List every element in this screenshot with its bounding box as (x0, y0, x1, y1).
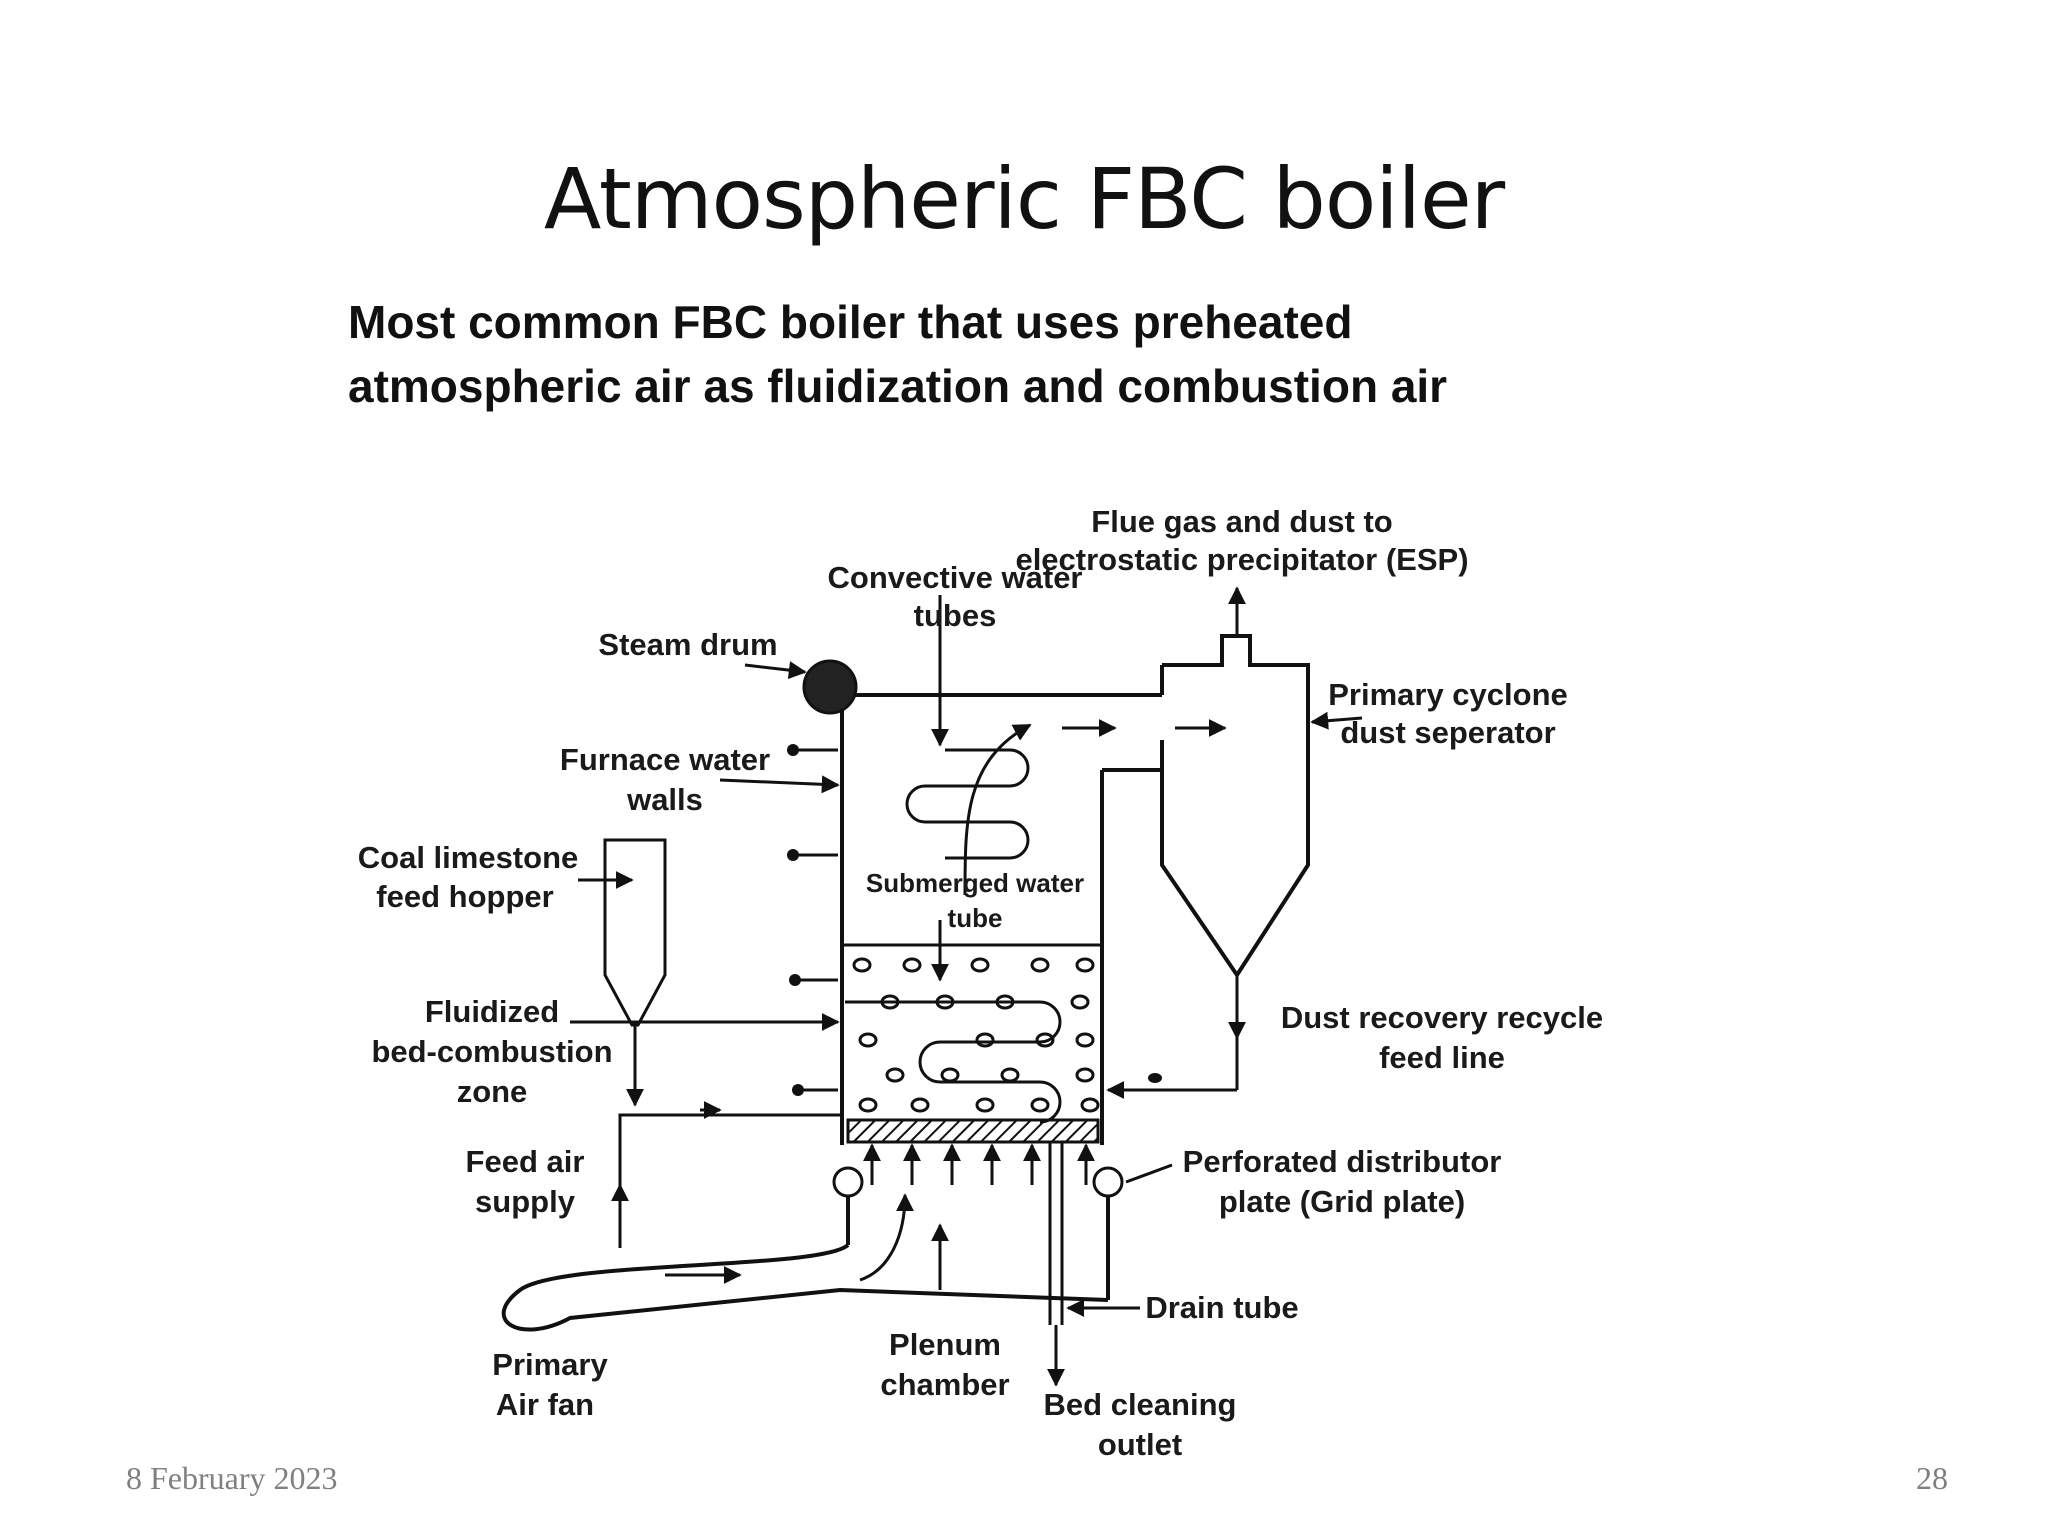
cyclone-separator (1106, 586, 1310, 1099)
label-drain-tube: Drain tube (1145, 1290, 1298, 1325)
distributor-plate (846, 1118, 1100, 1144)
label-submerged-2: tube (948, 903, 1003, 933)
label-fluidized-1: Fluidized (425, 994, 559, 1029)
header-left (832, 1166, 864, 1198)
header-right (1092, 1166, 1124, 1198)
label-fluidized-3: zone (457, 1074, 528, 1109)
label-distributor-1: Perforated distributor (1183, 1144, 1502, 1179)
slide-subtitle: Most common FBC boiler that uses preheat… (348, 290, 1748, 418)
fluidized-bed (842, 920, 1102, 1124)
subtitle-line-2: atmospheric air as fluidization and comb… (348, 360, 1448, 412)
label-dust-recovery-1: Dust recovery recycle (1281, 1000, 1603, 1035)
label-flue-gas-2: electrostatic precipitator (ESP) (1015, 542, 1468, 577)
label-fluidized-2: bed-combustion (371, 1034, 612, 1069)
slide-title: Atmospheric FBC boiler (543, 150, 1505, 248)
label-hopper-1: Coal limestone (358, 840, 579, 875)
footer-date: 8 February 2023 (126, 1460, 338, 1496)
label-furnace-2: walls (626, 782, 703, 817)
diagram-labels: Flue gas and dust to electrostatic preci… (358, 504, 1603, 1462)
label-dust-recovery-2: feed line (1379, 1040, 1505, 1075)
label-primary-fan-1: Primary (492, 1347, 608, 1382)
label-primary-fan-2: Air fan (496, 1387, 594, 1422)
feed-air-supply (611, 1101, 842, 1248)
label-distributor-2: plate (Grid plate) (1219, 1184, 1465, 1219)
convective-tubes (905, 595, 1227, 896)
feed-hopper (578, 838, 667, 1107)
label-bed-cleaning-1: Bed cleaning (1044, 1387, 1237, 1422)
label-submerged-1: Submerged water (866, 868, 1084, 898)
label-convective-1: Convective water (828, 560, 1083, 595)
label-plenum-2: chamber (880, 1367, 1009, 1402)
label-primary-cyclone-1: Primary cyclone (1328, 677, 1568, 712)
label-flue-gas-1: Flue gas and dust to (1091, 504, 1392, 539)
label-bed-cleaning-2: outlet (1098, 1427, 1182, 1462)
label-hopper-2: feed hopper (376, 879, 553, 914)
label-primary-cyclone-2: dust seperator (1340, 715, 1555, 750)
label-feed-air-1: Feed air (466, 1144, 585, 1179)
steam-drum (802, 659, 858, 715)
label-steam-drum: Steam drum (598, 627, 777, 662)
label-feed-air-2: supply (475, 1184, 576, 1219)
plenum-chamber (501, 1143, 1110, 1332)
label-pointers (570, 661, 1363, 1184)
label-convective-2: tubes (914, 598, 997, 633)
label-furnace-1: Furnace water (560, 742, 770, 777)
page-number: 28 (1916, 1460, 1948, 1496)
label-plenum-1: Plenum (889, 1327, 1001, 1362)
subtitle-line-1: Most common FBC boiler that uses preheat… (348, 296, 1353, 348)
drain-tube (1047, 1142, 1140, 1387)
furnace (840, 665, 1164, 1145)
